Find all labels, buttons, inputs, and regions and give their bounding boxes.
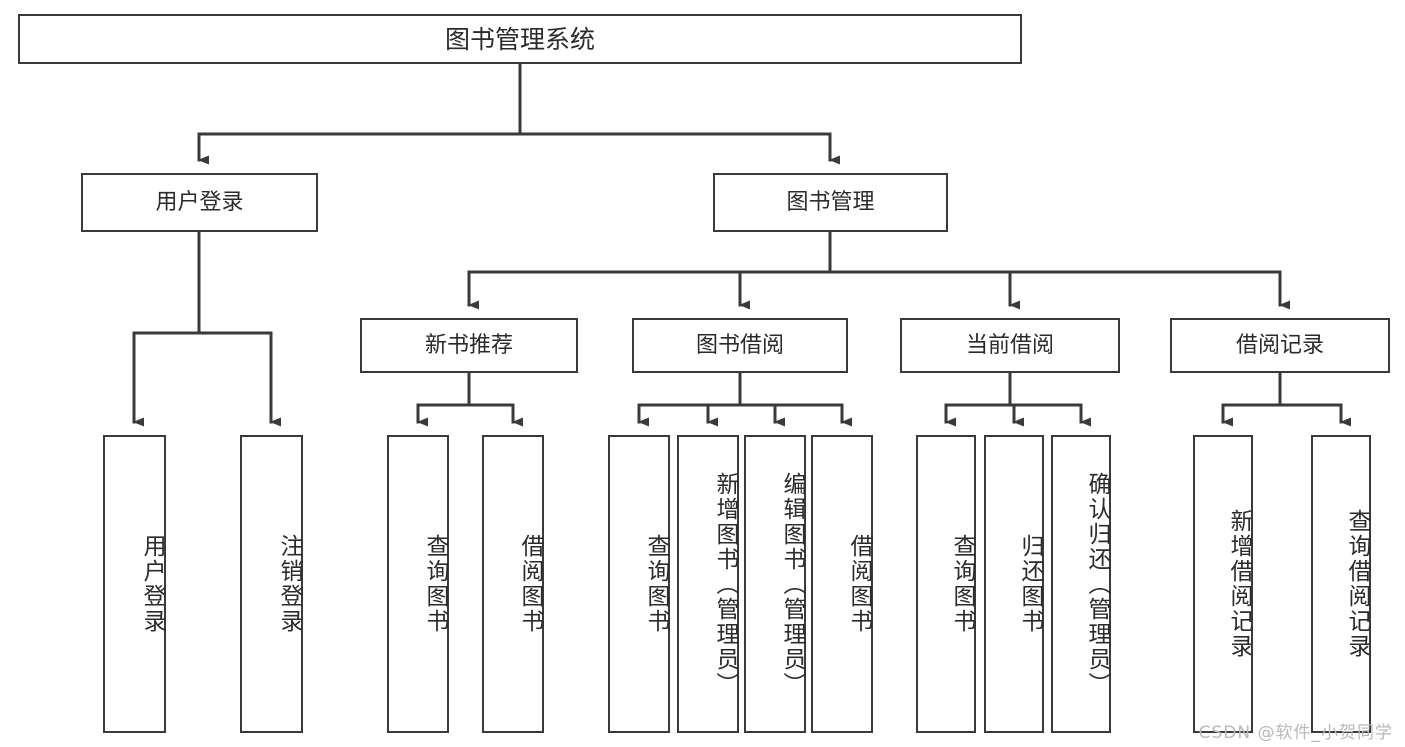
node-leaf-user-login[interactable]: 用户登录 (103, 435, 166, 733)
node-leaf-query-record-label: 查询借阅记录 (1344, 509, 1370, 659)
node-leaf-return-book[interactable]: 归还图书 (984, 435, 1044, 733)
node-leaf-query-book-2[interactable]: 查询图书 (608, 435, 670, 733)
node-leaf-query-book-1-label: 查询图书 (422, 534, 448, 634)
node-book-borrow[interactable]: 图书借阅 (632, 318, 848, 373)
node-borrow-record[interactable]: 借阅记录 (1170, 318, 1390, 373)
node-leaf-edit-book-label: 编辑图书（管理员） (779, 471, 805, 697)
node-leaf-query-record[interactable]: 查询借阅记录 (1311, 435, 1371, 733)
node-leaf-borrow-book-2-label: 借阅图书 (846, 534, 872, 634)
node-user-login-label: 用户登录 (155, 189, 244, 215)
node-root-label: 图书管理系统 (444, 24, 595, 54)
node-current-borrow-label: 当前借阅 (965, 332, 1054, 358)
csdn-watermark: CSDN @软件_小贺同学 (1198, 723, 1393, 743)
node-new-book-rec[interactable]: 新书推荐 (360, 318, 578, 373)
node-leaf-add-book[interactable]: 新增图书（管理员） (677, 435, 739, 733)
node-book-manage[interactable]: 图书管理 (713, 173, 948, 232)
node-leaf-user-logout[interactable]: 注销登录 (240, 435, 303, 733)
node-book-manage-label: 图书管理 (786, 189, 875, 215)
node-leaf-add-record[interactable]: 新增借阅记录 (1193, 435, 1253, 733)
node-leaf-edit-book[interactable]: 编辑图书（管理员） (744, 435, 806, 733)
node-leaf-borrow-book-1-label: 借阅图书 (517, 534, 543, 634)
node-leaf-query-book-3-label: 查询图书 (949, 534, 975, 634)
node-root[interactable]: 图书管理系统 (18, 14, 1022, 64)
node-leaf-confirm-return-label: 确认归还（管理员） (1084, 471, 1110, 697)
node-new-book-rec-label: 新书推荐 (424, 332, 513, 358)
node-leaf-query-book-3[interactable]: 查询图书 (916, 435, 976, 733)
node-leaf-confirm-return[interactable]: 确认归还（管理员） (1051, 435, 1111, 733)
node-leaf-query-book-2-label: 查询图书 (643, 534, 669, 634)
node-leaf-user-logout-label: 注销登录 (276, 534, 302, 634)
node-book-borrow-label: 图书借阅 (695, 332, 784, 358)
node-leaf-return-book-label: 归还图书 (1017, 534, 1043, 634)
node-leaf-borrow-book-2[interactable]: 借阅图书 (811, 435, 873, 733)
node-borrow-record-label: 借阅记录 (1235, 332, 1324, 358)
node-leaf-query-book-1[interactable]: 查询图书 (387, 435, 449, 733)
node-user-login[interactable]: 用户登录 (81, 173, 318, 232)
node-leaf-user-login-label: 用户登录 (139, 534, 165, 634)
node-leaf-borrow-book-1[interactable]: 借阅图书 (482, 435, 544, 733)
node-leaf-add-book-label: 新增图书（管理员） (712, 471, 738, 697)
node-current-borrow[interactable]: 当前借阅 (900, 318, 1120, 373)
node-leaf-add-record-label: 新增借阅记录 (1226, 509, 1252, 659)
